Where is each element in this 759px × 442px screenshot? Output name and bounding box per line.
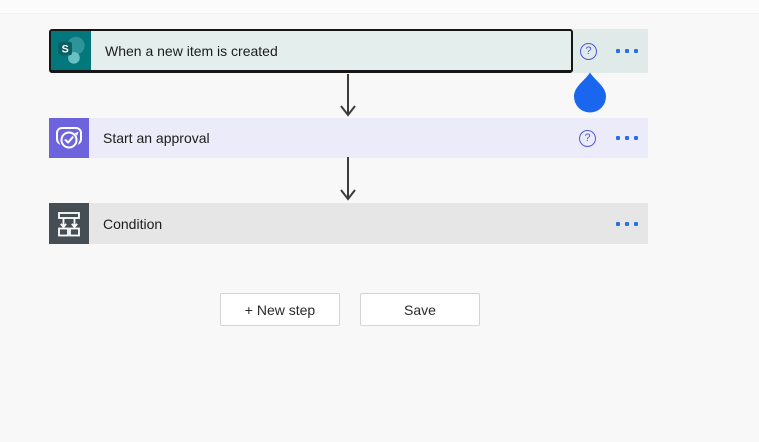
condition-step-row: Condition [49,203,648,244]
connector-arrow [337,157,359,208]
approvals-icon [49,118,89,158]
approval-card[interactable]: Start an approval ? [49,118,648,158]
connector-arrow [337,74,359,124]
more-options-button[interactable] [616,221,638,226]
condition-card[interactable]: Condition [49,203,648,244]
more-options-button[interactable] [616,49,638,53]
step-title: When a new item is created [105,42,278,59]
help-button[interactable]: ? [579,129,596,147]
step-title: Start an approval [103,130,210,146]
sharepoint-icon: S [51,31,91,70]
trigger-step-row: S When a new item is created ? [49,29,648,73]
touch-pointer-icon [572,71,608,113]
save-button[interactable]: Save [360,293,480,326]
help-button[interactable]: ? [580,42,597,60]
new-step-button[interactable]: + New step [220,293,340,326]
sharepoint-letter: S [62,43,69,55]
more-options-button[interactable] [616,136,638,140]
trigger-card-menu-strip: ? [573,29,648,73]
condition-icon [49,203,89,244]
step-title: Condition [103,215,163,232]
trigger-card[interactable]: S When a new item is created [49,29,573,73]
approval-step-row: Start an approval ? [49,118,648,158]
top-band [0,0,759,14]
